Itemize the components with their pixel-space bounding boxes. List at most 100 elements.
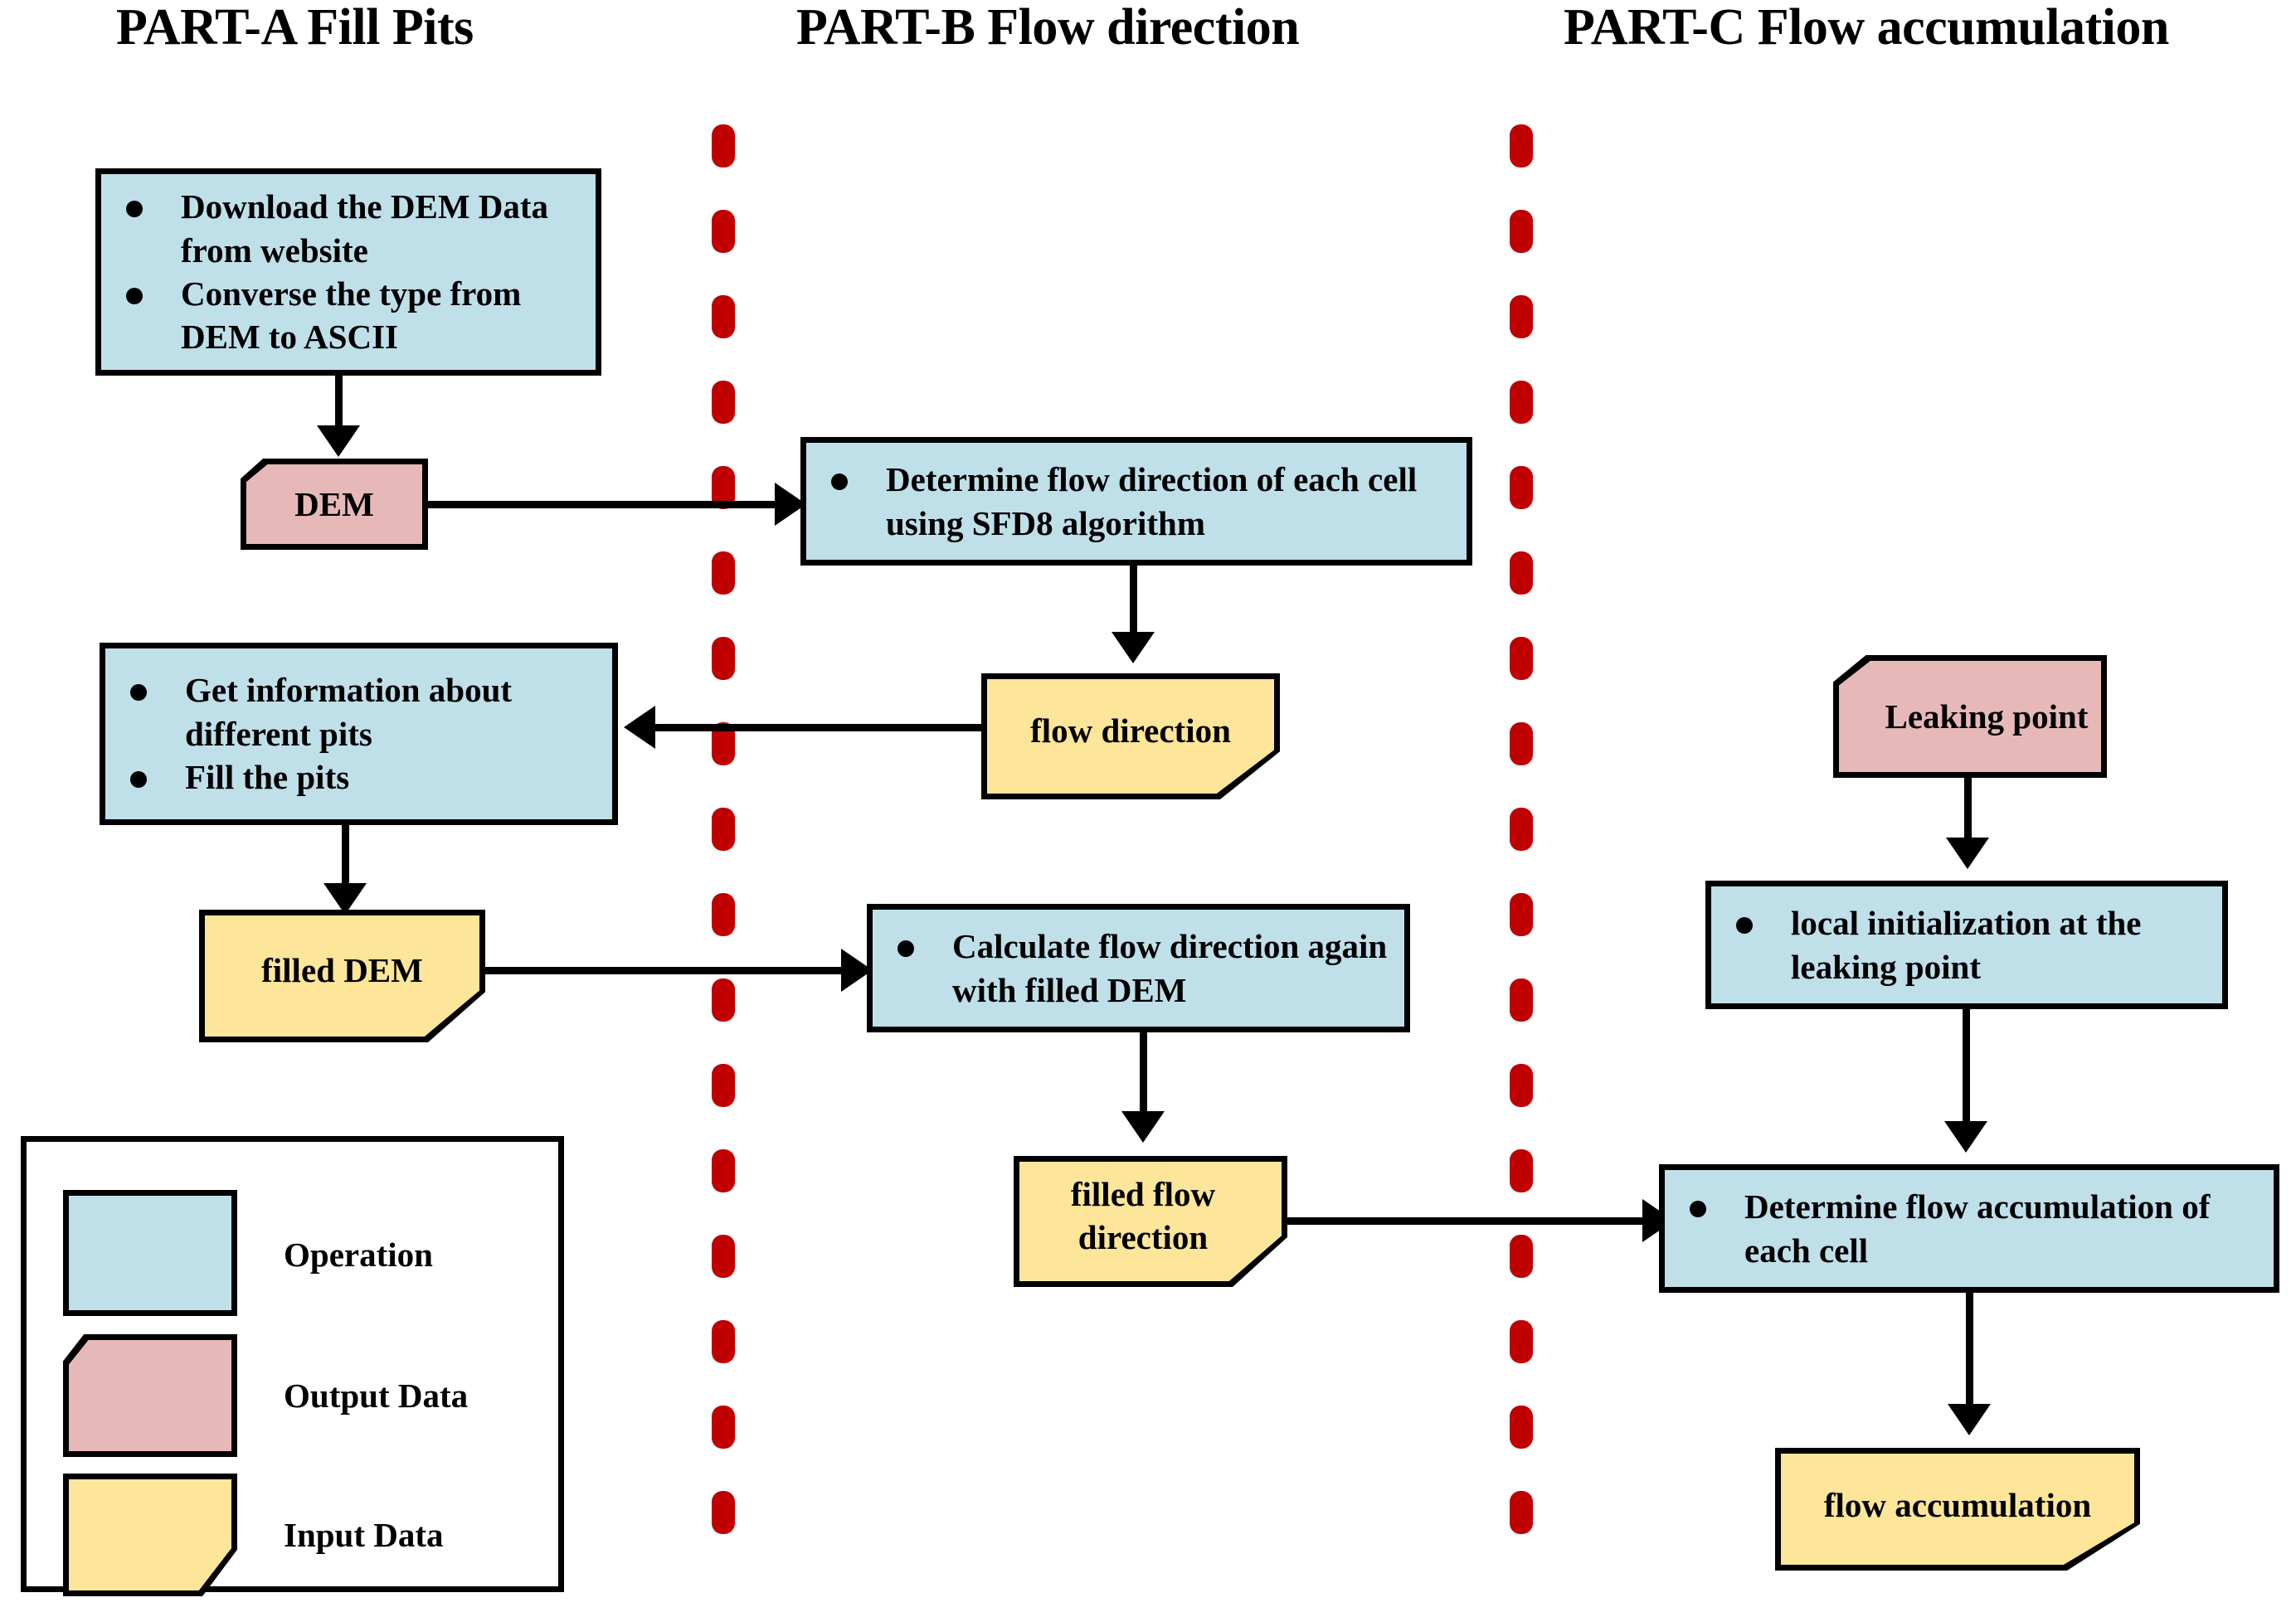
divider-dash <box>712 295 735 338</box>
node-fill <box>987 679 1274 794</box>
divider-dash <box>1510 978 1533 1022</box>
node-dem[interactable]: DEM <box>241 459 428 550</box>
legend-label-input-data: Input Data <box>284 1516 444 1554</box>
bullet-text: Calculate flow direction again with fill… <box>952 927 1388 1009</box>
bullet-dot-icon <box>1690 1201 1706 1218</box>
column-title-part-a: PART-A Fill Pits <box>116 0 474 56</box>
bullet-text: Determine flow direction of each cell us… <box>886 460 1418 542</box>
bullet-item: Converse the type from DEM to ASCII <box>126 272 596 359</box>
bullet-dot-icon <box>130 684 147 702</box>
node-fill <box>1839 661 2101 772</box>
node-determine-flow-direction[interactable]: Determine flow direction of each cell us… <box>800 437 1472 566</box>
arrowhead-down-icon <box>317 425 360 457</box>
connector-dem-to-determine <box>428 501 785 508</box>
bullet-item: Download the DEM Data from website <box>126 185 596 272</box>
bullet-dot-icon <box>1736 917 1753 935</box>
node-filled-flow-direction[interactable]: filled flow direction <box>1014 1156 1287 1287</box>
legend: Operation Output Data Input Data <box>21 1136 564 1596</box>
bullet-item: Get information about different pits <box>130 668 612 755</box>
arrowhead-down-icon <box>1112 632 1155 663</box>
arrowhead-down-icon <box>323 883 367 915</box>
divider-dash <box>712 1149 735 1192</box>
bullet-item: local initialization at the leaking poin… <box>1736 901 2222 988</box>
legend-swatch-output-data <box>63 1334 237 1457</box>
column-title-part-b: PART-B Flow direction <box>796 0 1300 56</box>
divider-dash <box>712 978 735 1022</box>
node-fill <box>1019 1162 1282 1281</box>
divider-dash <box>712 210 735 253</box>
node-label: filled flow direction <box>1070 1174 1216 1256</box>
node-download-dem[interactable]: Download the DEM Data from website Conve… <box>95 168 601 376</box>
arrowhead-down-icon <box>1948 1404 1991 1435</box>
legend-swatch-fill <box>69 1340 231 1451</box>
divider-dash <box>712 808 735 851</box>
divider-dash <box>1510 210 1533 253</box>
arrowhead-left-icon <box>624 706 655 749</box>
bullet-text: Fill the pits <box>185 758 350 797</box>
divider-dash <box>1510 295 1533 338</box>
divider-dash <box>712 1406 735 1449</box>
divider-dash <box>712 893 735 936</box>
divider-dash <box>712 637 735 680</box>
connector-local-init-to-accum <box>1963 1009 1970 1142</box>
bullet-item: Determine flow accumulation of each cell <box>1690 1185 2274 1272</box>
node-filled-dem[interactable]: filled DEM <box>199 910 485 1042</box>
node-calculate-flow-direction-again[interactable]: Calculate flow direction again with fill… <box>867 904 1410 1032</box>
divider-dash <box>1510 124 1533 168</box>
divider-dash <box>1510 893 1533 936</box>
divider-a-b <box>712 124 735 1617</box>
node-label: flow direction <box>1030 711 1231 750</box>
node-flow-accumulation[interactable]: flow accumulation <box>1775 1448 2140 1571</box>
node-determine-flow-accumulation[interactable]: Determine flow accumulation of each cell <box>1659 1164 2279 1293</box>
divider-dash <box>1510 1320 1533 1363</box>
bullet-item: Determine flow direction of each cell us… <box>831 458 1467 545</box>
divider-dash <box>1510 1235 1533 1278</box>
bullet-dot-icon <box>126 288 143 304</box>
legend-label-output-data: Output Data <box>284 1377 469 1415</box>
bullet-text: Get information about different pits <box>185 671 513 753</box>
legend-swatch-operation <box>63 1190 237 1316</box>
node-fill <box>205 915 479 1037</box>
node-fill <box>1781 1454 2134 1565</box>
divider-dash <box>712 124 735 168</box>
connector-flow-direction-to-pits <box>655 724 985 731</box>
divider-dash <box>1510 381 1533 424</box>
divider-dash <box>712 1491 735 1534</box>
divider-b-c <box>1510 124 1533 1617</box>
divider-dash <box>1510 551 1533 595</box>
node-leaking-point[interactable]: Leaking point <box>1833 655 2107 778</box>
bullet-item: Fill the pits <box>130 755 612 799</box>
connector-calculate-to-filled-flow-direction <box>1140 1032 1147 1132</box>
connector-download-to-dem <box>335 376 343 440</box>
divider-dash <box>1510 1064 1533 1107</box>
column-title-part-c: PART-C Flow accumulation <box>1564 0 2169 56</box>
connector-accum-to-flow-accumulation <box>1966 1293 1973 1425</box>
node-fill <box>246 464 422 544</box>
divider-dash <box>1510 1491 1533 1534</box>
bullet-dot-icon <box>897 940 914 958</box>
arrowhead-down-icon <box>1121 1111 1165 1143</box>
bullet-text: Determine flow accumulation of each cell <box>1744 1187 2211 1270</box>
arrowhead-down-icon <box>1944 1121 1987 1153</box>
node-label: Leaking point <box>1885 697 2089 736</box>
node-local-initialization[interactable]: local initialization at the leaking poin… <box>1705 881 2228 1009</box>
legend-swatch-fill <box>69 1196 231 1310</box>
node-fill-pits[interactable]: Get information about different pits Fil… <box>100 643 618 825</box>
legend-swatch-input-data <box>63 1474 237 1596</box>
divider-dash <box>712 1320 735 1363</box>
bullet-text: Converse the type from DEM to ASCII <box>181 274 522 357</box>
legend-swatch-fill <box>69 1479 231 1590</box>
bullet-item: Calculate flow direction again with fill… <box>897 925 1404 1012</box>
connector-filled-flow-direction-to-accum <box>1282 1217 1652 1225</box>
bullet-text: Download the DEM Data from website <box>181 187 549 270</box>
node-flow-direction[interactable]: flow direction <box>981 673 1280 799</box>
divider-dash <box>712 1235 735 1278</box>
bullet-dot-icon <box>130 771 147 789</box>
connector-determine-to-flow-direction <box>1130 566 1137 653</box>
divider-dash <box>1510 808 1533 851</box>
node-label: flow accumulation <box>1823 1485 2092 1524</box>
connector-pits-to-filled-dem <box>342 825 349 900</box>
divider-dash <box>1510 637 1533 680</box>
divider-dash <box>712 1064 735 1107</box>
node-label: filled DEM <box>261 950 423 989</box>
